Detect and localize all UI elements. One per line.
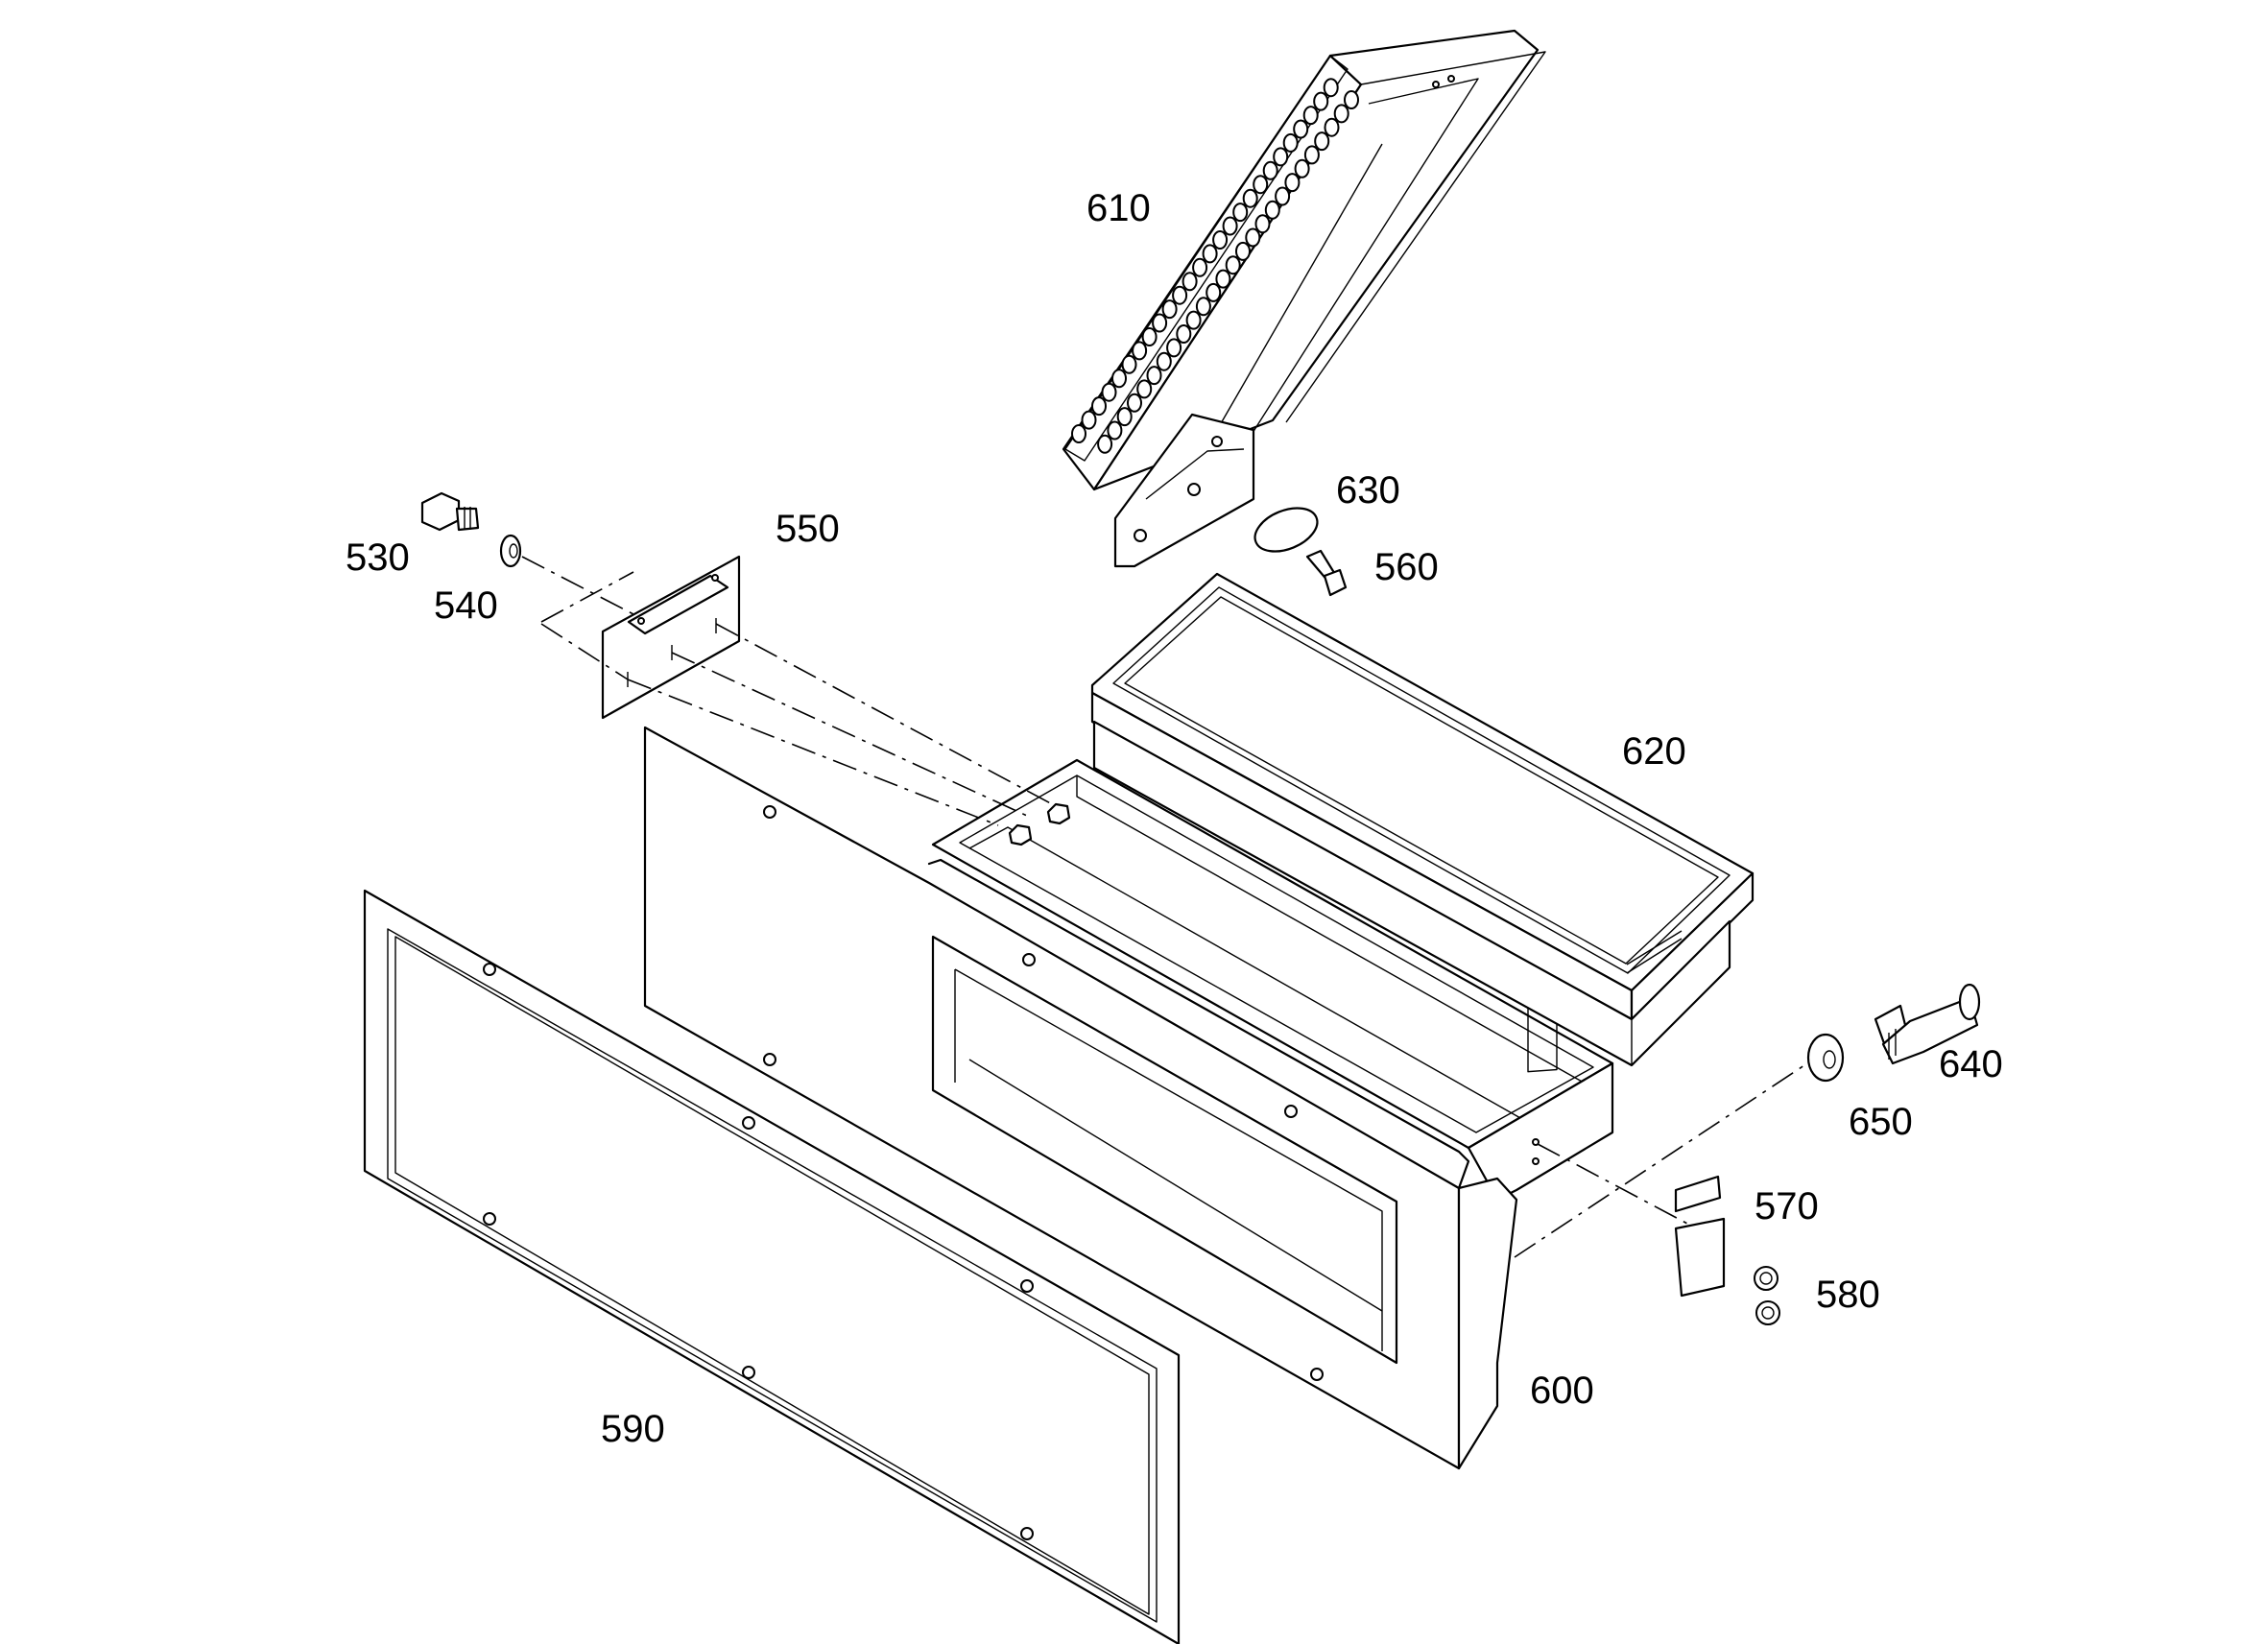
perforation-hole	[1324, 117, 1340, 137]
perforation-hole	[1166, 338, 1182, 358]
part-650-washer	[1806, 1033, 1845, 1083]
perforation-hole	[1107, 420, 1123, 441]
perforation-hole	[1245, 227, 1261, 248]
perforation-hole	[1323, 78, 1339, 98]
perforation-hole	[1212, 230, 1229, 250]
perforation-hole	[1116, 407, 1133, 427]
perforation-hole	[1242, 188, 1258, 208]
perforation-hole	[1254, 214, 1271, 234]
perforation-hole	[1302, 106, 1319, 126]
label-540: 540	[434, 584, 498, 627]
part-580-pads	[1754, 1266, 1780, 1325]
perforation-hole	[1097, 434, 1113, 454]
perforation-hole	[1303, 145, 1320, 165]
perforation-hole	[1206, 282, 1222, 302]
perforation-hole	[1294, 158, 1310, 179]
perforation-hole	[1235, 241, 1251, 261]
part-630-cap	[1253, 507, 1319, 553]
perforation-hole	[1195, 297, 1211, 317]
perforation-hole	[1121, 354, 1137, 374]
label-640: 640	[1939, 1043, 2003, 1085]
perforation-hole	[1232, 203, 1249, 223]
part-530-bolt	[420, 491, 480, 532]
part-570-latch	[1674, 1175, 1726, 1298]
label-600: 600	[1530, 1370, 1594, 1412]
part-550-bracket	[601, 555, 741, 720]
perforation-hole	[1284, 173, 1301, 193]
label-610: 610	[1086, 187, 1151, 229]
perforation-hole	[1275, 186, 1291, 206]
perforation-hole	[1313, 91, 1329, 111]
perforation-hole	[1136, 379, 1153, 399]
callout-labels: 530 540 550 560 570 580 590 600 610 620 …	[346, 187, 2003, 1450]
perforation-hole	[1314, 131, 1330, 152]
perforation-hole	[1132, 341, 1148, 361]
perforation-hole	[1333, 104, 1349, 124]
perforation-hole	[1081, 410, 1097, 430]
perforation-hole	[1182, 272, 1198, 292]
label-570: 570	[1755, 1185, 1819, 1227]
label-530: 530	[346, 536, 410, 579]
perforation-hole	[1185, 310, 1202, 330]
perforation-hole	[1101, 382, 1117, 402]
label-590: 590	[601, 1408, 665, 1450]
assembly-lines	[521, 556, 1805, 1258]
perforation-hole	[1225, 255, 1241, 275]
perforation-hole	[1127, 393, 1142, 413]
perforation-hole	[1273, 147, 1289, 167]
perforation-hole	[1264, 200, 1280, 220]
perforation-hole	[1172, 285, 1188, 305]
perforation-hole	[1253, 175, 1269, 195]
label-620: 620	[1622, 730, 1686, 773]
part-600-housing	[643, 726, 1614, 1470]
perforation-hole	[1152, 313, 1168, 333]
perforation-hole	[1262, 160, 1278, 180]
perforation-hole	[1202, 244, 1218, 264]
part-610-perforated-cover	[1062, 29, 1546, 568]
perforation-hole	[1141, 327, 1158, 346]
perforation-holes	[1071, 78, 1359, 454]
part-620-tray	[1090, 572, 1755, 1067]
perforation-hole	[1222, 216, 1238, 236]
part-540-washer	[499, 534, 522, 568]
perforation-hole	[1161, 299, 1178, 320]
perforation-hole	[1282, 132, 1299, 153]
label-560: 560	[1374, 546, 1439, 588]
label-630: 630	[1336, 469, 1400, 512]
perforation-hole	[1192, 257, 1208, 277]
perforation-hole	[1344, 90, 1359, 109]
perforation-hole	[1146, 366, 1162, 386]
part-640-bolt	[1874, 983, 1981, 1065]
label-550: 550	[776, 508, 840, 550]
part-590-frame	[363, 889, 1181, 1644]
perforation-hole	[1111, 369, 1127, 389]
perforation-hole	[1091, 396, 1107, 417]
part-560-screw	[1305, 549, 1348, 597]
perforation-hole	[1176, 324, 1192, 344]
perforation-hole	[1071, 424, 1086, 443]
perforation-hole	[1156, 351, 1172, 371]
label-650: 650	[1849, 1101, 1913, 1143]
perforation-hole	[1215, 269, 1231, 289]
perforation-hole	[1293, 119, 1309, 139]
label-580: 580	[1816, 1274, 1880, 1316]
